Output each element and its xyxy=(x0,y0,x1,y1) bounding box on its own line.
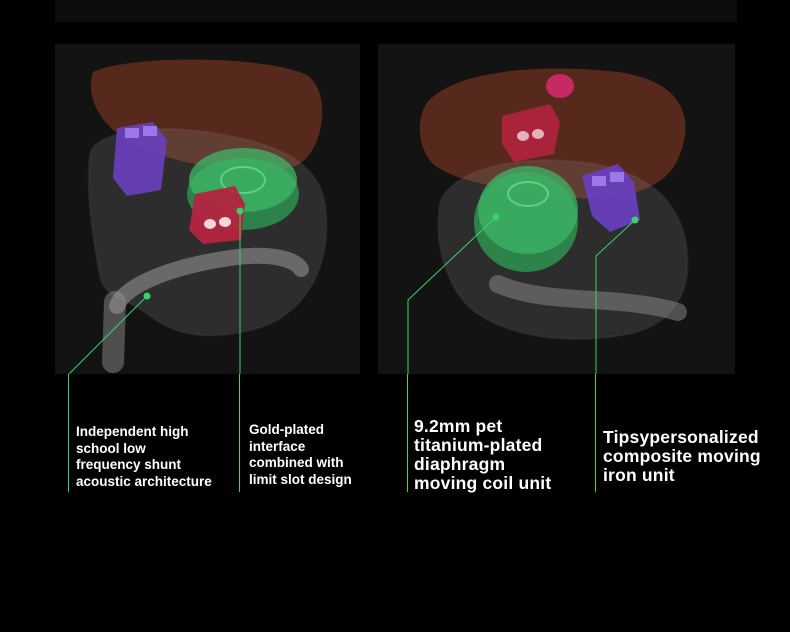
driver-ring-right xyxy=(507,181,549,207)
connector-hole-c xyxy=(517,131,529,141)
connector-left xyxy=(189,186,245,244)
nozzle xyxy=(102,291,126,373)
connector-hole-a xyxy=(204,219,216,229)
driver-ring-left xyxy=(220,166,266,194)
callout-line-interface xyxy=(239,374,240,492)
callout-leader-diaphragm xyxy=(407,216,497,374)
ba-pin-d xyxy=(610,172,624,182)
ba-pin-a xyxy=(125,128,139,138)
callout-line-iron xyxy=(595,374,596,492)
ba-pin-c xyxy=(592,176,606,186)
connector-hole-b xyxy=(219,217,231,227)
connector-right xyxy=(502,104,560,162)
earphone-render-front-view xyxy=(378,44,735,374)
ba-pin-b xyxy=(143,126,157,136)
label-diaphragm-unit: 9.2mm pet titanium-plated diaphragm movi… xyxy=(414,416,552,493)
sound-tube-right xyxy=(489,275,687,321)
connector-hole-d xyxy=(532,129,544,139)
label-iron-unit: Tipsypersonalized composite moving iron … xyxy=(603,427,761,485)
callout-line-shunt xyxy=(68,374,69,492)
sound-tube xyxy=(109,247,309,314)
earphone-illustration-left xyxy=(68,59,328,374)
dynamic-driver-top-right xyxy=(478,166,578,254)
earphone-illustration-right xyxy=(407,68,689,374)
callout-leader-shunt xyxy=(68,295,148,374)
callout-line-diaphragm xyxy=(407,374,408,492)
top-panel-strip xyxy=(55,0,737,22)
earphone-render-side-view xyxy=(55,44,360,374)
balanced-armature-left xyxy=(113,122,167,196)
callout-leader-iron xyxy=(595,219,636,374)
connector-tip xyxy=(546,74,574,98)
label-gold-plated-interface: Gold-plated interface combined with limi… xyxy=(249,422,352,487)
label-shunt-architecture: Independent high school low frequency sh… xyxy=(76,424,212,489)
